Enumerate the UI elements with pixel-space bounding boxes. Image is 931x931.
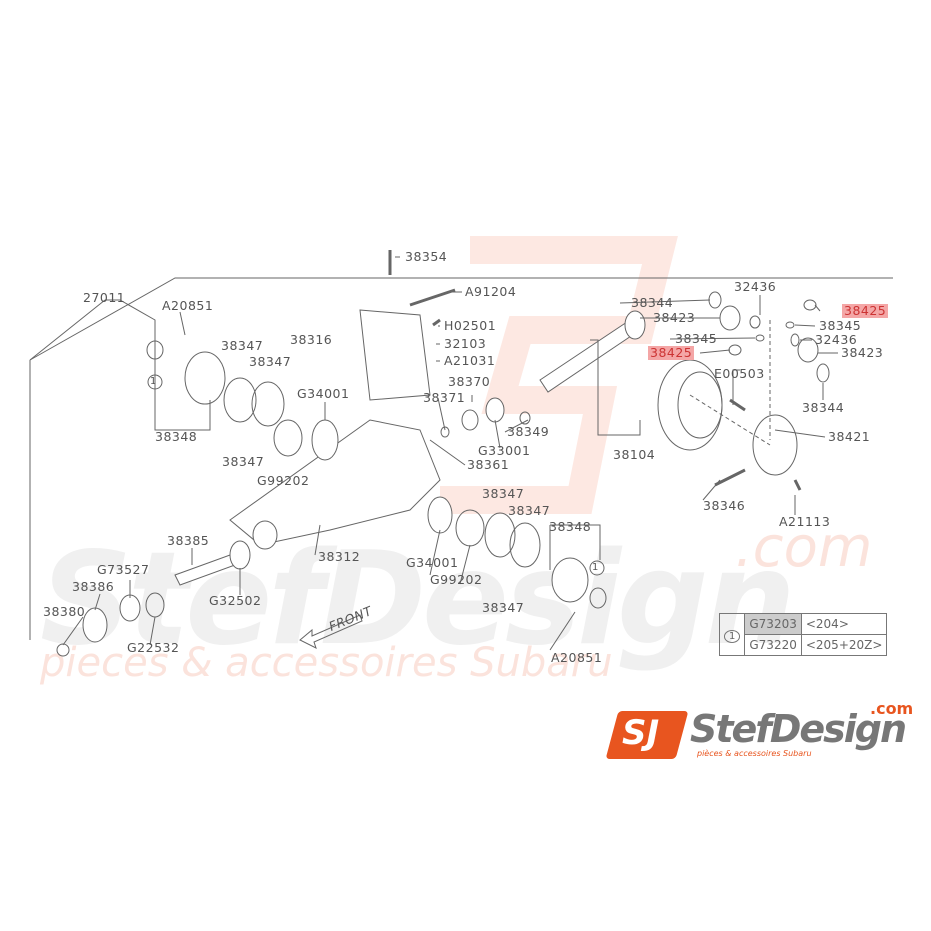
part-label[interactable]: 38371 (423, 390, 466, 405)
part-label[interactable]: 27011 (83, 290, 126, 305)
frame-line (29, 277, 893, 640)
part-label[interactable]: 38347 (221, 338, 264, 353)
part-label[interactable]: 38385 (167, 533, 210, 548)
part-label[interactable]: G34001 (297, 386, 350, 401)
cover-part (359, 309, 431, 401)
logo-brand: StefDesign (690, 707, 907, 751)
part-label[interactable]: 32436 (815, 332, 858, 347)
part-label[interactable]: 38347 (482, 600, 525, 615)
part-label[interactable]: 38423 (841, 345, 884, 360)
part-label[interactable]: G99202 (257, 473, 310, 488)
part-label[interactable]: 38348 (549, 519, 592, 534)
logo-mark-text: SJ (622, 713, 660, 753)
part-label[interactable]: A21113 (779, 514, 831, 529)
part-label[interactable]: A20851 (551, 650, 603, 665)
part-label[interactable]: A21031 (444, 353, 496, 368)
part-label[interactable]: 38347 (508, 503, 551, 518)
part-label[interactable]: 38345 (675, 331, 718, 346)
part-label[interactable]: 38347 (482, 486, 525, 501)
note-marker: 1 (150, 376, 157, 387)
watermark-brand: StefDesign (40, 525, 796, 674)
part-label[interactable]: G22532 (127, 640, 180, 655)
note-marker: 1 (592, 562, 599, 573)
part-label[interactable]: 38349 (507, 424, 550, 439)
part-label[interactable]: 38361 (467, 457, 510, 472)
logo-domain: .com (870, 699, 914, 718)
variant-spec: <205+20Z> (800, 634, 888, 656)
logo-tagline: pièces & accessoires Subaru (697, 749, 812, 758)
part-label[interactable]: G34001 (406, 555, 459, 570)
part-label[interactable]: 38104 (613, 447, 656, 462)
part-label[interactable]: 38312 (318, 549, 361, 564)
part-label[interactable]: 38344 (631, 295, 674, 310)
part-label[interactable]: 38370 (448, 374, 491, 389)
part-label[interactable]: 38346 (703, 498, 746, 513)
watermark-tagline: pieces & accessoires Subaru (40, 640, 613, 686)
drive-shaft (174, 554, 236, 586)
part-label[interactable]: 32103 (444, 336, 487, 351)
part-label[interactable]: 38345 (819, 318, 862, 333)
stefdesign-logo: SJ StefDesign .com pièces & accessoires … (605, 699, 922, 763)
part-label[interactable]: E00503 (714, 366, 765, 381)
part-label[interactable]: A91204 (465, 284, 517, 299)
part-label[interactable]: H02501 (444, 318, 497, 333)
part-label[interactable]: 38380 (43, 604, 86, 619)
part-label[interactable]: 38347 (222, 454, 265, 469)
part-label[interactable]: 38386 (72, 579, 115, 594)
part-label[interactable]: G73527 (97, 562, 150, 577)
part-label[interactable]: 32436 (734, 279, 777, 294)
part-label[interactable]: 38347 (249, 354, 292, 369)
part-label[interactable]: 38354 (405, 249, 448, 264)
part-label[interactable]: 38344 (802, 400, 845, 415)
variant-spec: <204> (800, 613, 888, 635)
watermark-shape (440, 236, 678, 514)
part-label-highlighted[interactable]: 38425 (842, 303, 889, 318)
part-label[interactable]: G33001 (478, 443, 531, 458)
bearing-part (184, 351, 226, 405)
diff-case (752, 414, 798, 476)
ring-gear (657, 359, 723, 451)
part-label[interactable]: 38421 (828, 429, 871, 444)
part-label[interactable]: 38316 (290, 332, 333, 347)
part-label-highlighted[interactable]: 38425 (648, 345, 695, 360)
part-label[interactable]: 38348 (155, 429, 198, 444)
front-arrow-icon (299, 614, 363, 649)
variant-part[interactable]: G73220 (744, 634, 802, 656)
variant-table: 1 G73203 <204> G73220 <205+20Z> (718, 613, 888, 656)
watermark-domain: .com (735, 515, 873, 580)
variant-marker: 1 (718, 613, 746, 656)
part-label[interactable]: A20851 (162, 298, 214, 313)
variant-part[interactable]: G73203 (744, 613, 802, 635)
part-label[interactable]: G99202 (430, 572, 483, 587)
part-label[interactable]: G32502 (209, 593, 262, 608)
note-marker-circle (147, 374, 163, 390)
part-label[interactable]: 38423 (653, 310, 696, 325)
